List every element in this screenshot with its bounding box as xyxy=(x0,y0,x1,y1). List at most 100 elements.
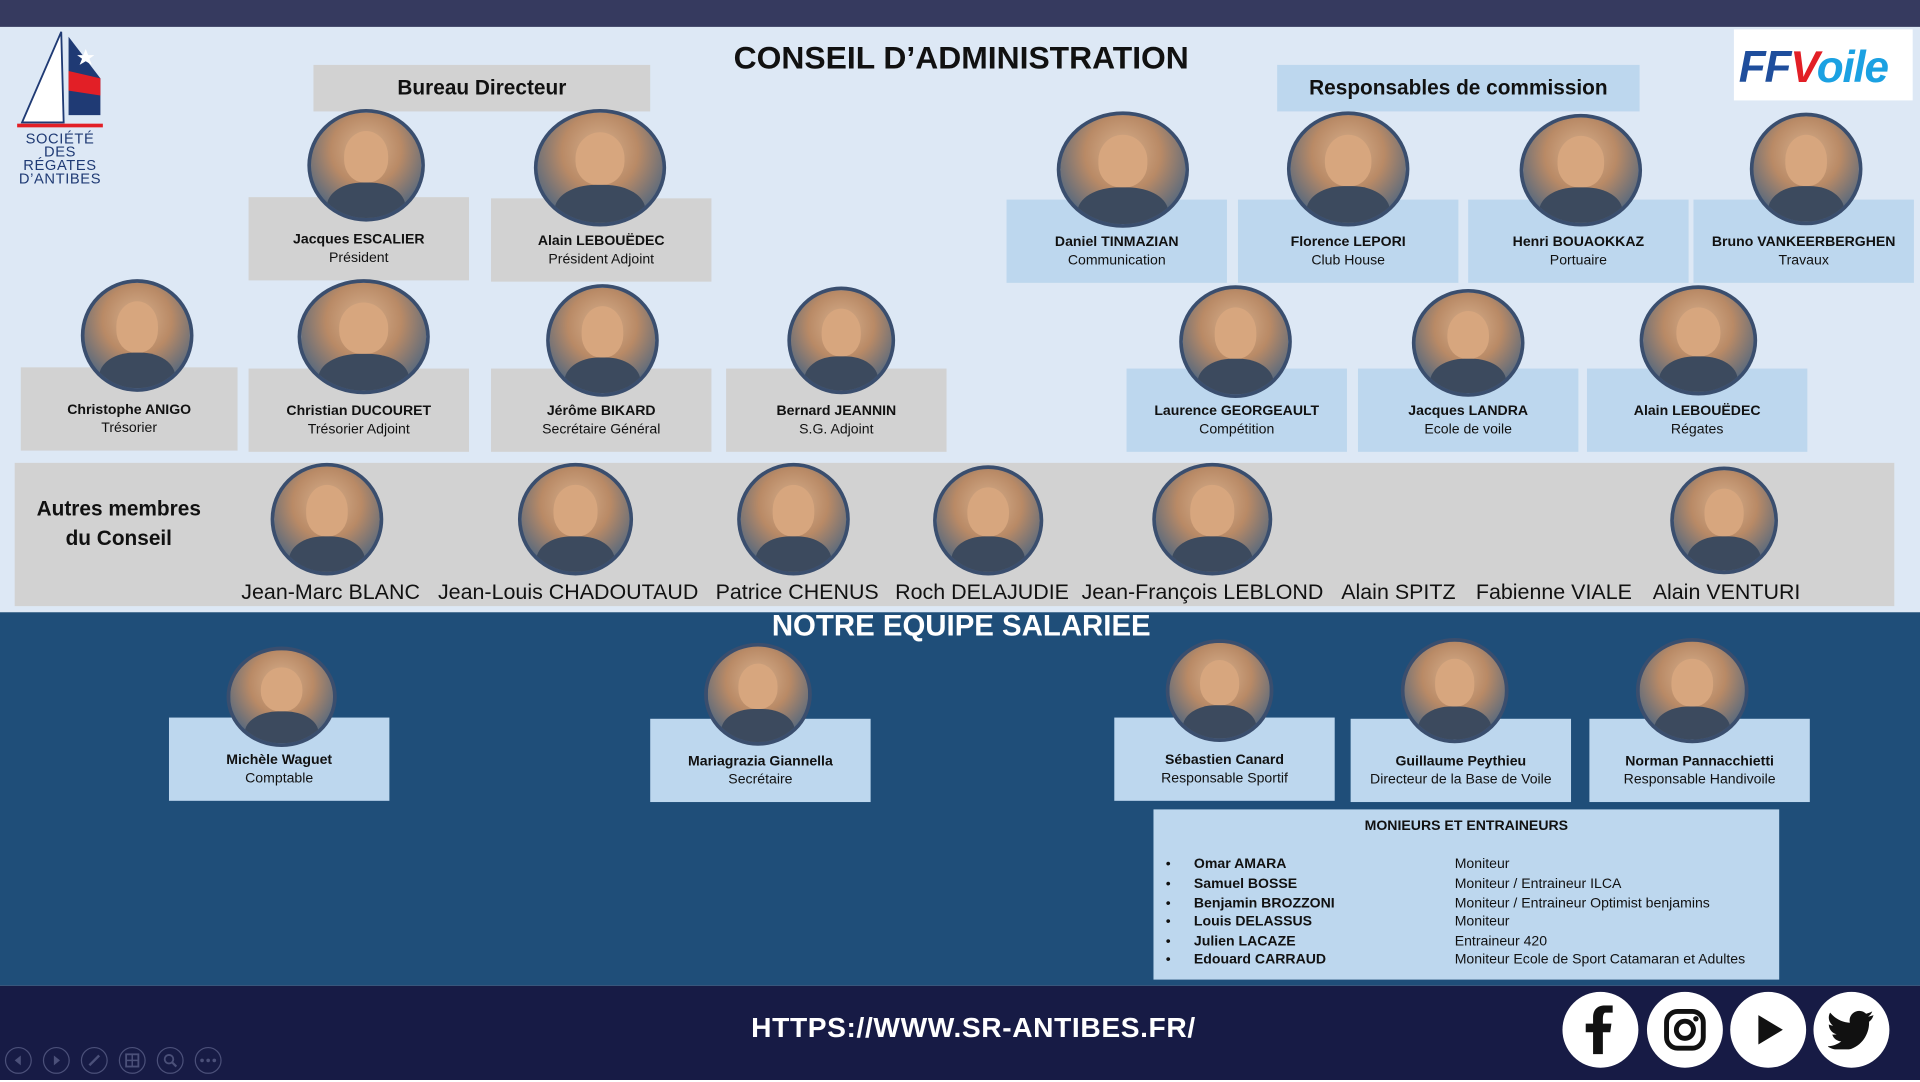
member-role: Directeur de la Base de Voile xyxy=(1370,772,1552,788)
bureau-card: Christophe ANIGO Trésorier xyxy=(20,367,238,451)
ffvoile-logo: FFVoile xyxy=(1733,29,1913,101)
youtube-icon[interactable] xyxy=(1730,991,1807,1068)
moniteur-name: Julien LACAZE xyxy=(1193,934,1296,949)
moniteur-name: Benjamin BROZZONI xyxy=(1193,896,1335,912)
sra-logo-line3: D’ANTIBES xyxy=(18,170,102,188)
avatar xyxy=(1411,288,1525,397)
autres-member-name: Fabienne VIALE xyxy=(1475,579,1632,604)
member-role: Secrétaire xyxy=(728,772,793,788)
moniteur-role: Moniteur xyxy=(1454,914,1510,930)
zoom-icon[interactable] xyxy=(156,1046,184,1074)
member-name: Laurence GEORGEAULT xyxy=(1154,404,1320,419)
member-role: Régates xyxy=(1670,422,1724,438)
member-role: S.G. Adjoint xyxy=(799,422,874,438)
avatar xyxy=(307,108,425,222)
avatar xyxy=(1749,112,1863,226)
autres-member-name: Alain VENTURI xyxy=(1652,579,1801,604)
moniteur-name: Omar AMARA xyxy=(1193,857,1287,872)
member-name: Alain LEBOUËDEC xyxy=(537,233,665,249)
autres-label-line2: du Conseil xyxy=(65,526,172,550)
member-name: Daniel TINMAZIAN xyxy=(1054,235,1179,250)
member-role: Responsable Sportif xyxy=(1161,771,1288,787)
avatar xyxy=(1635,637,1749,744)
moniteur-name: Edouard CARRAUD xyxy=(1193,952,1327,968)
avatar xyxy=(533,108,667,227)
moniteur-role: Moniteur Ecole de Sport Catamaran et Adu… xyxy=(1454,952,1746,968)
instagram-icon[interactable] xyxy=(1646,991,1723,1068)
twitter-icon[interactable] xyxy=(1813,991,1890,1068)
responsables-label: Responsables de commission xyxy=(1277,64,1640,112)
avatar xyxy=(933,465,1044,576)
avatar xyxy=(270,462,384,576)
moniteur-name: Louis DELASSUS xyxy=(1193,914,1313,930)
autres-label-line1: Autres membres xyxy=(36,497,201,521)
member-name: Christian DUCOURET xyxy=(286,404,432,419)
member-name: Christophe ANIGO xyxy=(67,402,192,418)
member-name: Bernard JEANNIN xyxy=(776,404,897,419)
avatar xyxy=(737,462,850,576)
member-role: Club House xyxy=(1311,253,1385,269)
moniteur-role: Moniteur / Entraineur Optimist benjamins xyxy=(1454,896,1710,912)
moniteur-role: Moniteur / Entraineur ILCA xyxy=(1454,876,1622,892)
sra-logo: SOCIÉTÉ DES RÉGATES D’ANTIBES xyxy=(15,29,106,186)
sra-logo-line2: RÉGATES xyxy=(23,156,97,174)
more-icon[interactable] xyxy=(194,1046,222,1074)
member-name: Bruno VANKEERBERGHEN xyxy=(1711,235,1896,250)
avatar xyxy=(546,284,659,397)
avatar xyxy=(704,642,812,746)
autres-member-name: Patrice CHENUS xyxy=(715,579,879,604)
member-role: Ecole de voile xyxy=(1424,422,1513,438)
avatar xyxy=(1400,637,1509,744)
member-role: Compétition xyxy=(1199,422,1275,438)
member-name: Norman Pannacchietti xyxy=(1625,754,1774,769)
autres-member-name: Jean-Louis CHADOUTAUD xyxy=(437,579,699,604)
avatar xyxy=(1286,111,1410,227)
moniteur-name: Samuel BOSSE xyxy=(1193,876,1298,892)
slides-icon[interactable] xyxy=(118,1046,146,1074)
member-role: Communication xyxy=(1067,253,1166,269)
avatar xyxy=(1056,111,1189,228)
member-role: Trésorier xyxy=(101,421,158,436)
avatar xyxy=(226,646,337,747)
autres-member-name: Jean-François LEBLOND xyxy=(1081,579,1324,604)
pen-icon[interactable] xyxy=(80,1046,108,1074)
staff-title: NOTRE EQUIPE SALARIEE xyxy=(771,609,1151,643)
avatar xyxy=(1670,466,1778,575)
avatar xyxy=(1152,462,1273,576)
member-name: Jacques LANDRA xyxy=(1408,404,1529,419)
avatar xyxy=(1639,285,1758,396)
moniteur-role: Entraineur 420 xyxy=(1454,934,1548,949)
avatar xyxy=(80,279,194,392)
avatar xyxy=(297,279,430,395)
moniteurs-title: MONIEURS ET ENTRAINEURS xyxy=(1364,819,1569,834)
member-role: Responsable Handivoile xyxy=(1623,772,1776,788)
member-name: Mariagrazia Giannella xyxy=(688,754,833,769)
member-role: Travaux xyxy=(1778,253,1829,269)
facebook-icon[interactable] xyxy=(1562,991,1639,1068)
bureau-card: Alain LEBOUËDEC Président Adjoint xyxy=(491,198,712,282)
next-icon[interactable] xyxy=(42,1046,70,1074)
member-role: Portuaire xyxy=(1549,253,1607,269)
member-role: Président Adjoint xyxy=(548,252,655,267)
member-name: Henri BOUAOKKAZ xyxy=(1512,235,1645,250)
member-name: Michèle Waguet xyxy=(226,753,333,768)
member-name: Jacques ESCALIER xyxy=(293,232,425,248)
moniteur-role: Moniteur xyxy=(1454,857,1510,872)
member-role: Comptable xyxy=(245,771,314,787)
member-name: Sébastien Canard xyxy=(1165,753,1284,768)
bureau-directeur-label: Bureau Directeur xyxy=(313,64,651,112)
avatar xyxy=(517,462,634,576)
autres-membres-label: Autres membres du Conseil xyxy=(27,495,211,554)
previous-icon[interactable] xyxy=(4,1046,32,1074)
member-role: Trésorier Adjoint xyxy=(307,422,410,438)
sailboat-icon xyxy=(17,31,103,128)
website-link[interactable]: HTTPS://WWW.SR-ANTIBES.FR/ xyxy=(751,1011,1196,1044)
top-bar xyxy=(0,0,1920,27)
avatar xyxy=(1179,285,1292,398)
avatar xyxy=(1165,639,1274,743)
avatar xyxy=(787,286,896,395)
